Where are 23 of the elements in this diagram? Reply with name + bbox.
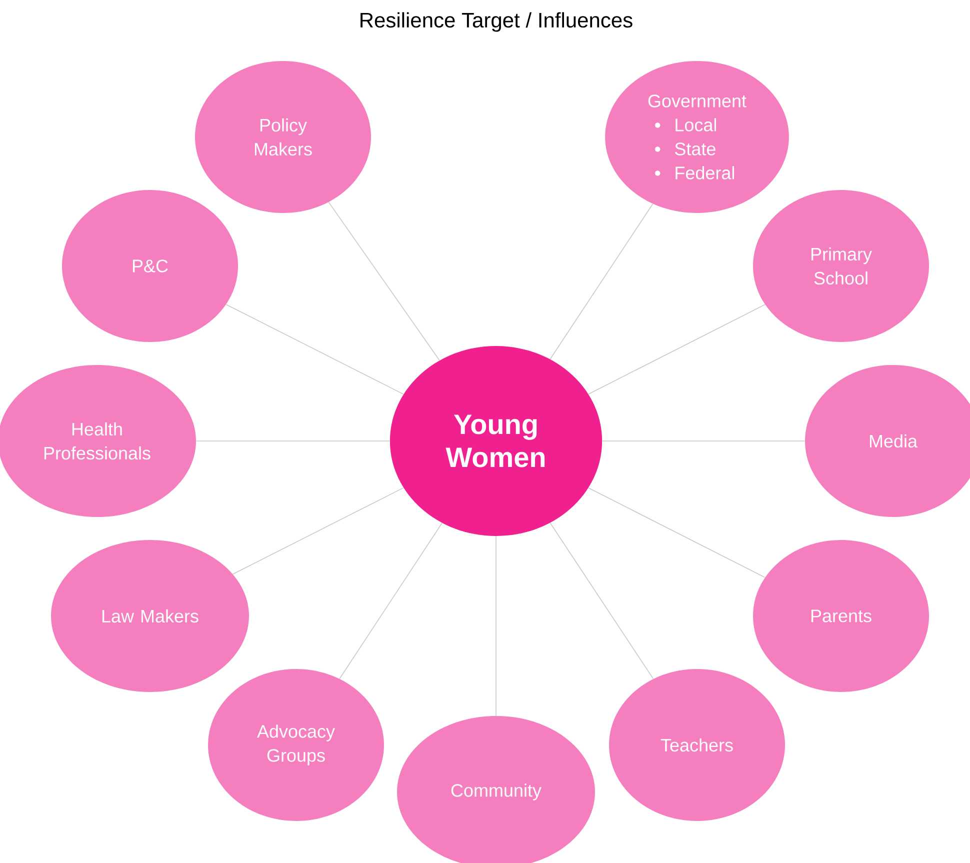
title: Resilience Target / Influences [360,12,632,32]
influence-bubble: Health Professionals [0,365,196,517]
connector-line [226,304,404,395]
influence-bubble: Law Makers [51,540,249,692]
influence-bubble: Advocacy Groups [208,669,384,821]
connector-line [328,202,440,361]
center-bubble: Young Women [390,346,602,536]
influence-bubble: Government Local State Federal [605,61,789,213]
influence-bubble: Community [397,716,595,863]
connector-line [588,488,766,578]
influence-bubble: Parents [753,540,929,692]
connector-line [550,522,654,680]
connector-line [588,304,766,394]
influence-bubble: Policy Makers [195,61,371,213]
connector-line [339,522,442,680]
connector-line [602,440,806,442]
influence-bubble: Teachers [609,669,785,821]
connector-line [550,203,654,360]
connector-line [232,487,404,574]
influence-bubble: Primary School [753,190,929,342]
influence-bubble: P&C [62,190,238,342]
connector-line [196,440,390,442]
influence-bubble: Media [805,365,970,517]
